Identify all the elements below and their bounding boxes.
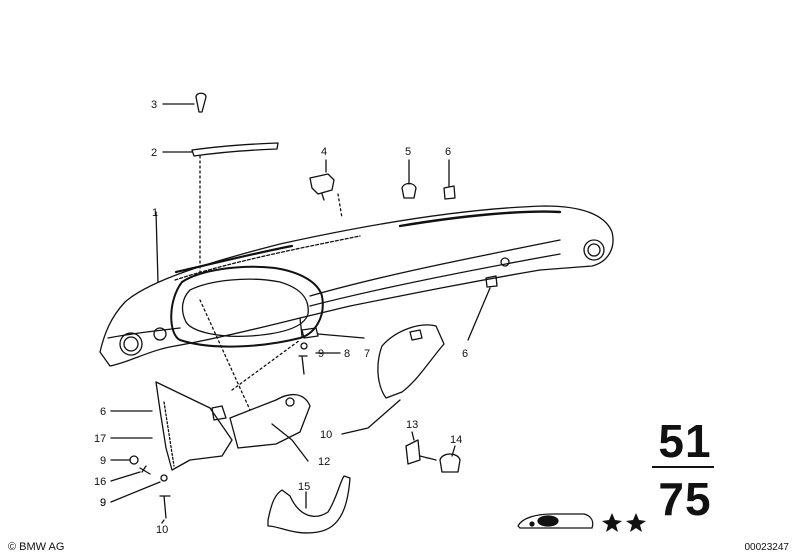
clip-part-8	[301, 327, 319, 339]
washer-part-9-lower	[160, 474, 168, 482]
main-group-number: 51	[658, 415, 712, 467]
bracket-part-4	[309, 173, 335, 195]
part-label: 4	[321, 146, 327, 158]
part-label: 3	[151, 99, 157, 111]
part-label: 14	[450, 434, 462, 446]
clip-part-3	[195, 92, 207, 113]
part-label: 9	[318, 348, 324, 360]
part-label: 12	[318, 456, 330, 468]
part-label: 6	[462, 348, 468, 360]
part-label: 6	[100, 406, 106, 418]
part-label: 9	[100, 497, 106, 509]
image-id: 00023247	[744, 542, 790, 553]
star-icon	[602, 513, 622, 532]
knob-part-14	[439, 453, 461, 473]
clip-part-7	[485, 275, 498, 288]
part-label: 10	[320, 429, 332, 441]
part-label: 6	[445, 146, 451, 158]
part-label: 7	[364, 348, 370, 360]
side-trim-panel	[155, 381, 233, 471]
nut-part-5	[401, 182, 417, 199]
part-label: 13	[406, 419, 418, 431]
part-label: 9	[100, 497, 106, 509]
screw-part-10-upper	[298, 355, 308, 375]
copyright-notice: © BMW AG	[8, 541, 65, 553]
car-body-icon	[517, 513, 594, 529]
part-label: 10	[156, 524, 168, 536]
cover-part-11	[377, 324, 445, 399]
group-divider	[652, 466, 714, 468]
part-label: 5	[405, 146, 411, 158]
trim-strip	[191, 142, 279, 157]
part-label: 1	[152, 207, 158, 219]
dashboard-panel	[99, 205, 614, 367]
clip-part-6-top	[443, 185, 456, 200]
sub-group-number: 75	[658, 473, 712, 525]
part-label: 9	[100, 455, 106, 467]
part-label: 8	[344, 348, 350, 360]
star-icon	[626, 513, 646, 532]
nut-part-9-upper	[129, 455, 139, 465]
part-label: 2	[151, 147, 157, 159]
screw-part-16	[139, 465, 151, 475]
bracket-part-13	[405, 439, 421, 465]
part-label: 17	[94, 433, 106, 445]
part-label: 15	[298, 481, 310, 493]
screw-part-10-lower	[159, 495, 171, 519]
trim-part-15	[267, 475, 351, 534]
part-label: 16	[94, 476, 106, 488]
